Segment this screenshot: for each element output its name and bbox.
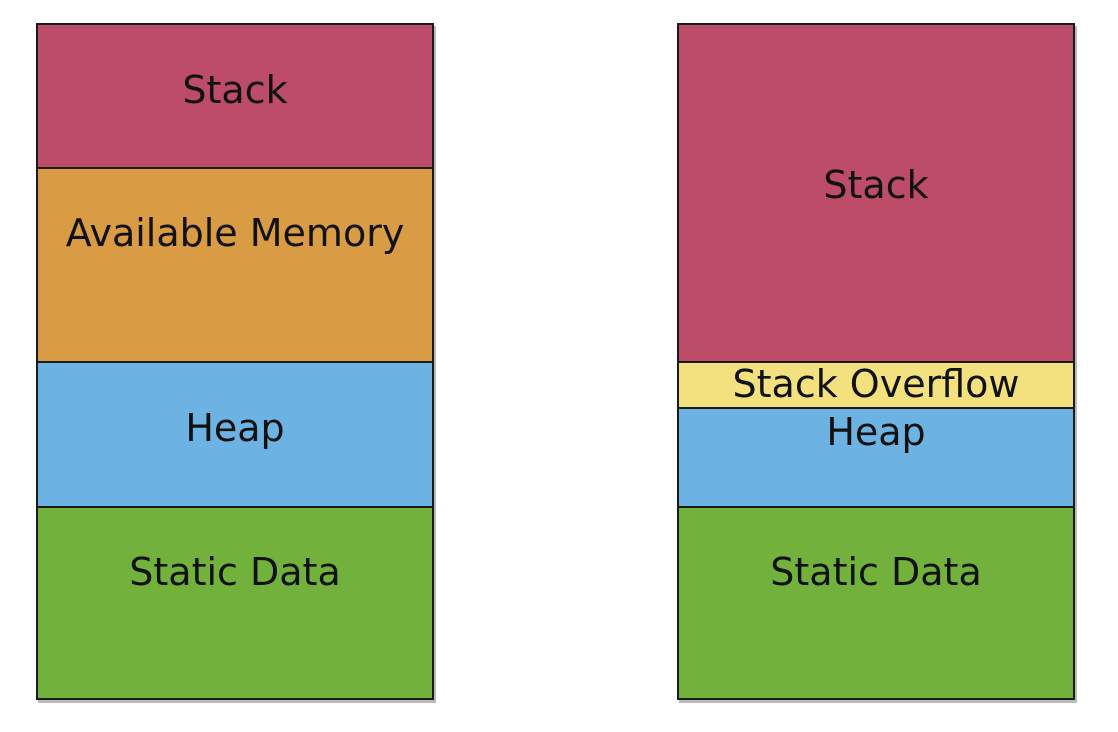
segment-heap: Heap	[679, 407, 1073, 506]
segment-label: Stack	[182, 68, 288, 112]
segment-stack: Stack	[679, 25, 1073, 361]
segment-label: Stack	[823, 163, 929, 207]
segment-stack: Stack	[38, 25, 432, 167]
segment-label: Static Data	[770, 550, 982, 594]
segment-label: Static Data	[129, 550, 341, 594]
segment-label: Heap	[185, 406, 285, 450]
segment-heap: Heap	[38, 361, 432, 506]
segment-label: Heap	[826, 410, 926, 454]
segment-stack-overflow: Stack Overflow	[679, 361, 1073, 407]
segment-static-data: Static Data	[679, 506, 1073, 698]
segment-available-memory: Available Memory	[38, 167, 432, 361]
segment-static-data: Static Data	[38, 506, 432, 698]
segment-label: Stack Overflow	[732, 362, 1020, 406]
segment-label: Available Memory	[65, 211, 405, 255]
